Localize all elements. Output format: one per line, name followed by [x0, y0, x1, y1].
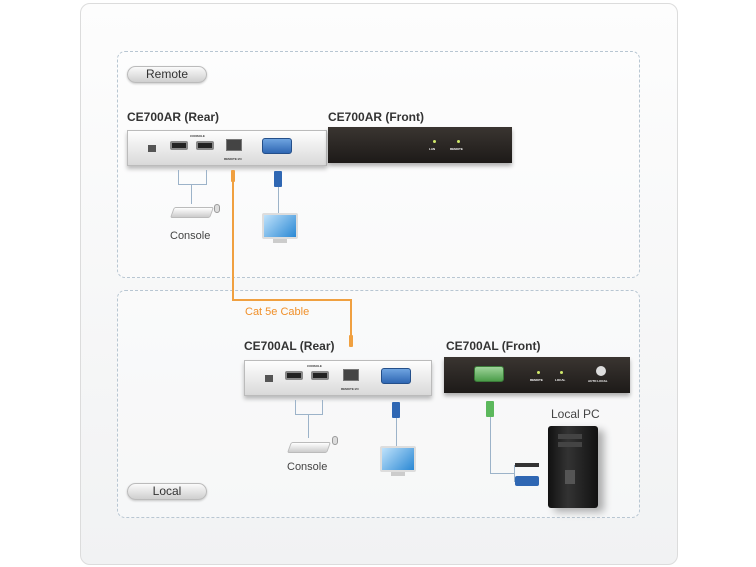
led-label: LOCAL	[555, 378, 566, 382]
kvm-cable	[490, 417, 491, 473]
usb-plug-icon	[515, 463, 539, 467]
usb-cable	[295, 400, 296, 414]
led-label: LAN	[429, 147, 436, 151]
usb-port-icon	[285, 371, 303, 380]
usb-cable	[295, 414, 323, 415]
vga-cable	[278, 187, 279, 213]
cat5e-cable	[232, 299, 352, 301]
vga-plug-icon	[392, 402, 400, 418]
monitor-stand-icon	[273, 239, 287, 243]
usb-port-icon	[196, 141, 214, 150]
computer-tower-icon	[548, 426, 598, 508]
ce700al-front-title: CE700AL (Front)	[446, 339, 541, 353]
vga-plug-icon	[515, 476, 539, 486]
mouse-icon	[332, 436, 338, 445]
power-jack-icon	[148, 145, 156, 152]
local-pc-label: Local PC	[551, 407, 600, 421]
vga-port-icon	[474, 366, 504, 382]
keyboard-icon	[286, 442, 332, 453]
usb-cable	[191, 184, 192, 204]
console-port-label: CONSOLE	[307, 364, 322, 368]
drive-bay-icon	[558, 442, 582, 447]
usb-port-icon	[311, 371, 329, 380]
cat5e-cable	[350, 299, 352, 337]
auto-local-button[interactable]	[596, 366, 606, 376]
ce700ar-rear-title: CE700AR (Rear)	[127, 110, 220, 124]
vga-port-icon	[381, 368, 411, 384]
ce700al-rear-device: CONSOLE REMOTE I/O	[244, 360, 432, 396]
vga-cable	[396, 418, 397, 446]
remote-io-label: REMOTE I/O	[341, 387, 359, 391]
power-button-icon	[565, 470, 575, 484]
rj45-plug-icon	[349, 335, 353, 347]
console-port-label: CONSOLE	[190, 134, 205, 138]
monitor-stand-icon	[391, 472, 405, 476]
ce700al-rear-title: CE700AL (Rear)	[244, 339, 335, 353]
drive-bay-icon	[558, 434, 582, 439]
ce700ar-front-title: CE700AR (Front)	[328, 110, 425, 124]
led-label: REMOTE	[450, 147, 463, 151]
cable-label: Cat 5e Cable	[245, 306, 310, 318]
led-icon	[433, 140, 436, 143]
usb-cable	[178, 170, 179, 184]
auto-local-label: AUTO LOCAL	[588, 379, 608, 383]
vga-plug-icon	[486, 401, 494, 417]
vga-port-icon	[262, 138, 292, 154]
led-label: REMOTE	[530, 378, 543, 382]
ce700ar-front-device: LAN REMOTE	[328, 127, 512, 163]
rj45-port-icon	[343, 369, 359, 381]
power-jack-icon	[265, 375, 273, 382]
ce700ar-rear-device: CONSOLE REMOTE I/O	[127, 130, 327, 166]
remote-io-label: REMOTE I/O	[224, 157, 242, 161]
rj45-port-icon	[226, 139, 242, 151]
local-zone-label: Local	[127, 483, 207, 500]
mouse-icon	[214, 204, 220, 213]
ce700al-front-device: REMOTE LOCAL AUTO LOCAL	[444, 357, 630, 393]
monitor-icon	[262, 213, 298, 239]
local-console-label: Console	[287, 461, 328, 473]
usb-cable	[178, 184, 207, 185]
usb-cable	[308, 414, 309, 438]
led-icon	[560, 371, 563, 374]
remote-console-label: Console	[170, 230, 211, 242]
led-icon	[457, 140, 460, 143]
usb-cable	[206, 170, 207, 184]
cat5e-cable	[232, 180, 234, 301]
vga-plug-icon	[274, 171, 282, 187]
usb-cable	[322, 400, 323, 414]
monitor-icon	[380, 446, 416, 472]
remote-zone-label: Remote	[127, 66, 207, 83]
keyboard-icon	[169, 207, 215, 218]
kvm-cable	[490, 473, 514, 474]
usb-port-icon	[170, 141, 188, 150]
led-icon	[537, 371, 540, 374]
rj45-plug-icon	[231, 170, 235, 182]
kvm-cable	[514, 465, 515, 482]
